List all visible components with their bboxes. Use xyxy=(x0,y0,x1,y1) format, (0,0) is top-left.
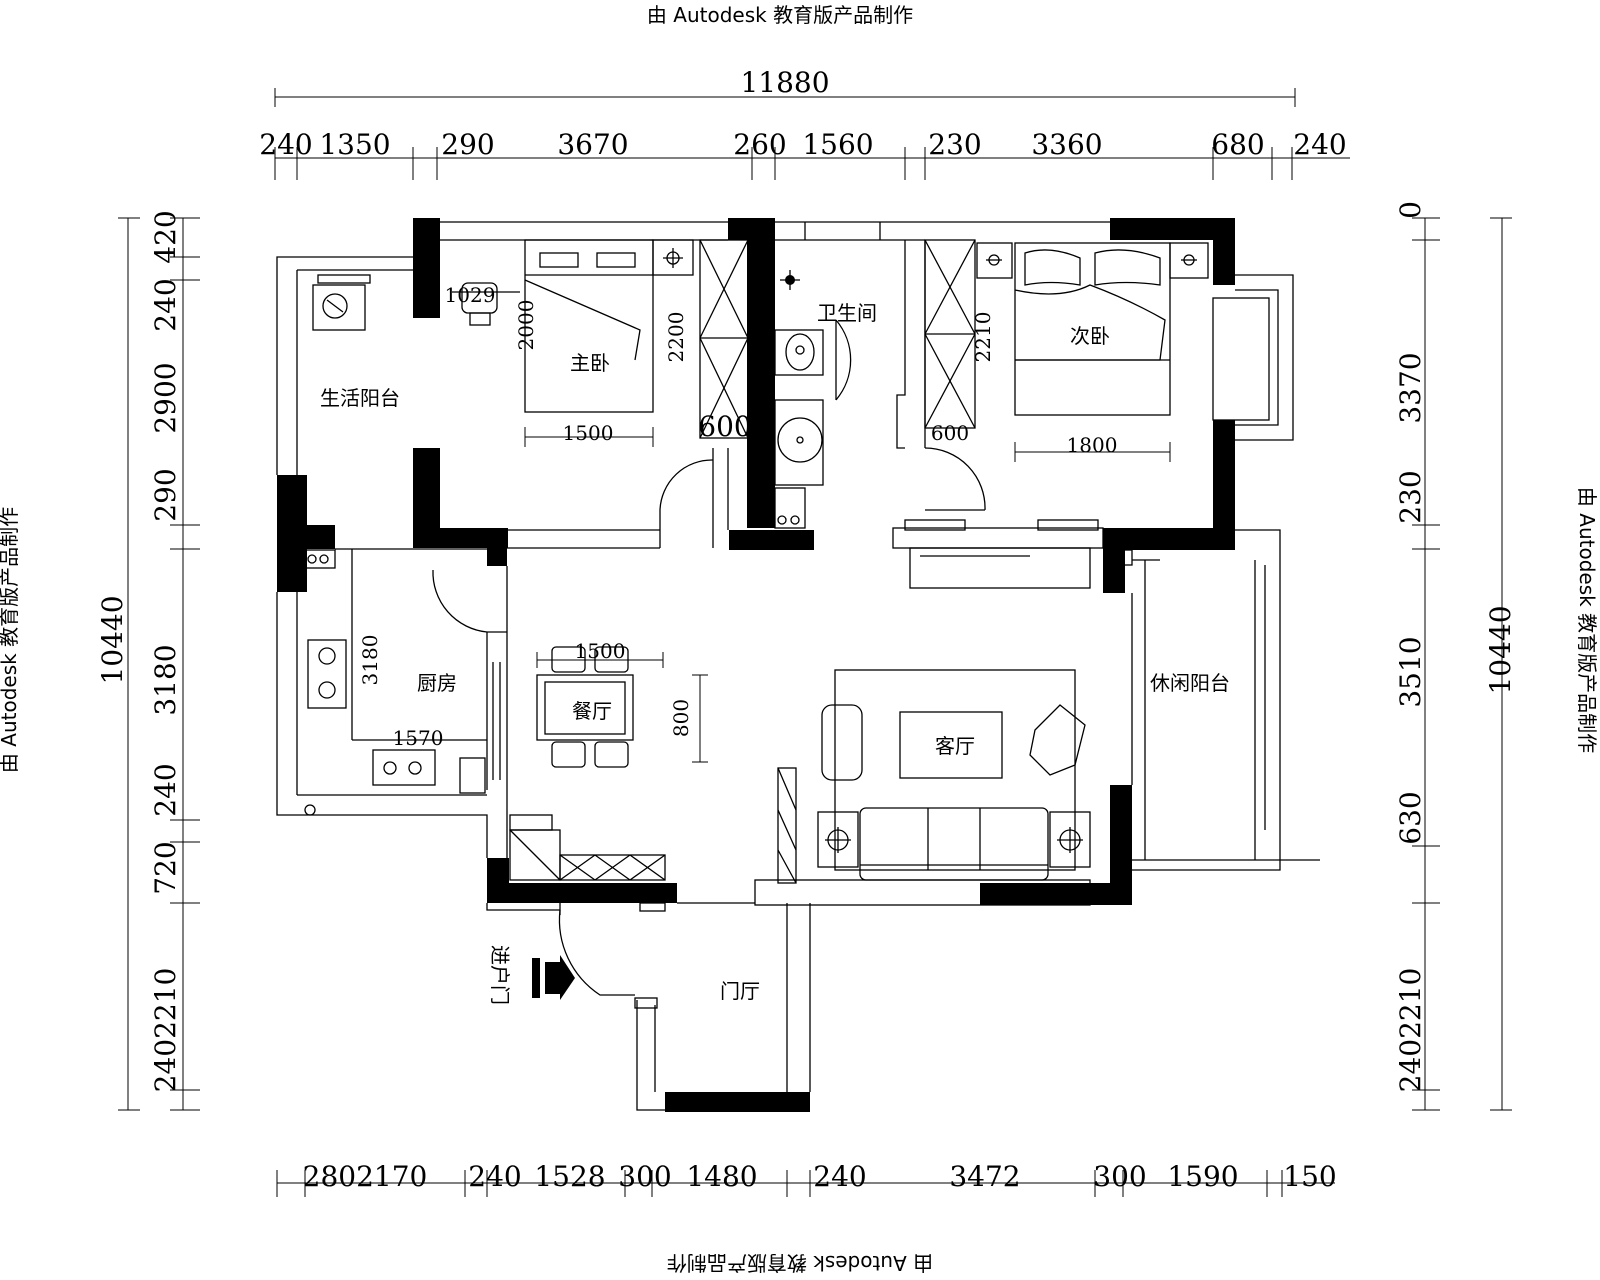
inner-dimension-lines xyxy=(524,427,1171,763)
drain-icon xyxy=(774,487,806,529)
structural-walls xyxy=(277,218,1235,1112)
dim-top-2: 1350 xyxy=(319,128,390,161)
room-label-bathroom: 卫生间 xyxy=(817,301,877,325)
top-dimension-lines xyxy=(274,88,1350,180)
dim-left-2: 240 xyxy=(149,278,182,331)
dim-second-wardrobe-width: 600 xyxy=(931,421,969,445)
dim-left-6: 240 xyxy=(149,763,182,816)
watermark-bottom: 由 Autodesk 教育版产品制作 xyxy=(667,1251,933,1275)
dim-second-bed-width: 1800 xyxy=(1067,433,1118,457)
side-table-left-icon xyxy=(817,811,859,868)
sink-icon xyxy=(774,399,824,486)
sink-double-icon xyxy=(307,639,347,709)
dim-bottom-3: 1528 xyxy=(534,1160,605,1193)
nightstand-icon xyxy=(652,239,694,276)
room-label-leisure-balcony: 休闲阳台 xyxy=(1150,671,1230,695)
shower-head-icon xyxy=(780,270,800,290)
washing-machine-icon xyxy=(312,274,371,331)
dim-master-bed-length: 2000 xyxy=(514,300,538,351)
dim-right-3: 230 xyxy=(1394,470,1427,523)
dim-left-5: 3180 xyxy=(149,644,182,715)
dim-bottom-2: 240 xyxy=(468,1160,521,1193)
drain-icon-kitchen xyxy=(304,804,316,816)
entrance-label: 进户门 xyxy=(488,945,512,1005)
left-dimension-lines xyxy=(118,217,200,1111)
dim-bottom-7: 3472 xyxy=(949,1160,1020,1193)
dim-right-5: 630 xyxy=(1394,791,1427,844)
room-label-service-balcony: 生活阳台 xyxy=(320,386,400,410)
room-label-second-bedroom: 次卧 xyxy=(1070,324,1110,348)
dim-bottom-8: 300 xyxy=(1093,1160,1146,1193)
watermark-top: 由 Autodesk 教育版产品制作 xyxy=(647,3,913,27)
dim-master-wardrobe-height: 2200 xyxy=(664,312,688,363)
room-label-dining: 餐厅 xyxy=(572,699,612,723)
room-label-living: 客厅 xyxy=(935,734,975,758)
dim-kitchen-height: 3180 xyxy=(358,635,382,686)
dim-right-6: 2402210 xyxy=(1394,968,1427,1093)
dim-left-total: 10440 xyxy=(96,595,129,684)
dim-master-bed-width: 1500 xyxy=(563,421,614,445)
dim-kitchen-width: 1570 xyxy=(393,726,444,750)
stove-icon xyxy=(372,749,436,786)
dim-top-total: 11880 xyxy=(740,66,829,99)
nightstand-right-icon xyxy=(1169,242,1209,279)
fridge-icon xyxy=(299,549,336,569)
dim-top-7: 230 xyxy=(928,128,981,161)
dim-bottom-9: 1590 xyxy=(1167,1160,1238,1193)
dim-dining-table-width: 1500 xyxy=(575,639,626,663)
living-room-set xyxy=(821,669,1086,881)
dim-left-8: 2402210 xyxy=(149,968,182,1093)
dim-right-1: 0 xyxy=(1394,201,1427,219)
watermark-right: 由 Autodesk 教育版产品制作 xyxy=(1575,487,1599,753)
dim-top-10: 240 xyxy=(1293,128,1346,161)
dim-left-4: 290 xyxy=(149,468,182,521)
second-wardrobe xyxy=(924,239,976,429)
room-label-master-bedroom: 主卧 xyxy=(570,351,610,375)
thin-walls-windows xyxy=(276,221,1320,1111)
bookshelf xyxy=(777,767,797,884)
dim-top-3: 290 xyxy=(441,128,494,161)
dim-bottom-5: 1480 xyxy=(686,1160,757,1193)
dim-bottom-4: 300 xyxy=(618,1160,671,1193)
dim-left-1: 420 xyxy=(149,210,182,263)
shoe-cabinet xyxy=(509,814,666,881)
dim-desk: 1029 xyxy=(445,283,496,307)
second-bed xyxy=(1014,242,1171,416)
dim-right-total: 10440 xyxy=(1484,605,1517,694)
dim-top-1: 240 xyxy=(259,128,312,161)
dim-bottom-1: 2802170 xyxy=(303,1160,428,1193)
dim-top-8: 3360 xyxy=(1031,128,1102,161)
master-bed xyxy=(524,239,654,413)
dim-second-wardrobe-height: 2210 xyxy=(971,312,995,363)
right-dimension-lines xyxy=(1412,217,1512,1111)
watermark-left: 由 Autodesk 教育版产品制作 xyxy=(0,507,21,773)
dim-master-wardrobe-width: 600 xyxy=(698,410,751,443)
dim-top-5: 260 xyxy=(733,128,786,161)
desk-chair-icon xyxy=(461,282,498,326)
nightstand-left-icon xyxy=(976,242,1013,279)
room-label-kitchen: 厨房 xyxy=(417,671,457,695)
bottom-dimension-lines xyxy=(276,1170,1335,1197)
room-label-foyer: 门厅 xyxy=(720,979,760,1003)
entrance-arrow-icon xyxy=(532,955,575,1000)
dim-top-9: 680 xyxy=(1211,128,1264,161)
side-table-right-icon xyxy=(1049,811,1091,868)
dim-left-3: 2900 xyxy=(149,362,182,433)
dim-top-4: 3670 xyxy=(557,128,628,161)
dim-right-2: 3370 xyxy=(1394,352,1427,423)
dim-right-4: 3510 xyxy=(1394,636,1427,707)
dim-left-7: 720 xyxy=(149,841,182,894)
kitchen-cabinet xyxy=(459,757,486,794)
dim-bottom-6: 240 xyxy=(813,1160,866,1193)
master-wardrobe xyxy=(699,239,749,439)
dim-dining-table-depth: 800 xyxy=(669,699,693,737)
toilet-icon xyxy=(774,329,824,376)
dim-top-6: 1560 xyxy=(802,128,873,161)
dim-bottom-10: 150 xyxy=(1283,1160,1336,1193)
bay-window-seat xyxy=(1212,297,1270,421)
